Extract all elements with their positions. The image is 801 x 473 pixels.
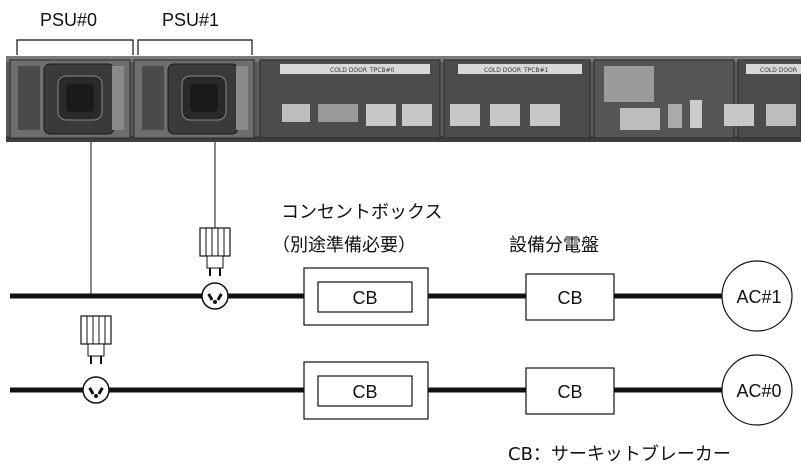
server-rear-panel: COLD DOOR TPCB#0 COLD DOOR TPCB#1 COLD D… — [6, 56, 801, 142]
outlet-icon — [82, 376, 110, 404]
panel-label-5: COLD DOOR — [760, 67, 797, 74]
io-section — [259, 59, 801, 139]
breaker-label: CB — [352, 382, 377, 402]
breaker-label: CB — [557, 382, 582, 402]
panel-label-4: TPCB#1 — [523, 67, 549, 74]
panel-label-3: COLD DOOR — [484, 67, 521, 74]
psu0-module — [9, 59, 131, 139]
distribution-breaker-ac1: CB — [525, 273, 615, 321]
psu1-module — [133, 59, 255, 139]
ac-source-label: AC#1 — [736, 287, 781, 307]
psu0-label: PSU#0 — [40, 10, 98, 30]
legend-text: CB：サーキットブレーカー — [508, 444, 731, 465]
ac-source-label: AC#0 — [736, 381, 781, 401]
plug-icon — [199, 227, 231, 276]
ac-source-1: AC#1 — [721, 260, 793, 332]
panel-label-2: TPCB#0 — [369, 67, 395, 74]
plug-icon — [80, 315, 112, 364]
outlet-box-ac1: CB — [303, 267, 429, 326]
outlet-icon — [201, 282, 229, 310]
ac-source-0: AC#0 — [721, 354, 793, 426]
panel-label-1: COLD DOOR — [330, 67, 367, 74]
outlet-box-note: （別途準備必要） — [272, 235, 416, 256]
outlet-box-label: コンセントボックス — [281, 202, 443, 223]
distribution-breaker-ac0: CB — [525, 367, 615, 415]
distribution-board-label: 設備分電盤 — [509, 235, 599, 256]
psu1-label: PSU#1 — [162, 10, 220, 30]
breaker-label: CB — [557, 288, 582, 308]
psu1-bracket — [137, 39, 253, 55]
outlet-box-ac0: CB — [303, 361, 429, 420]
psu0-bracket — [16, 39, 134, 55]
breaker-label: CB — [352, 288, 377, 308]
